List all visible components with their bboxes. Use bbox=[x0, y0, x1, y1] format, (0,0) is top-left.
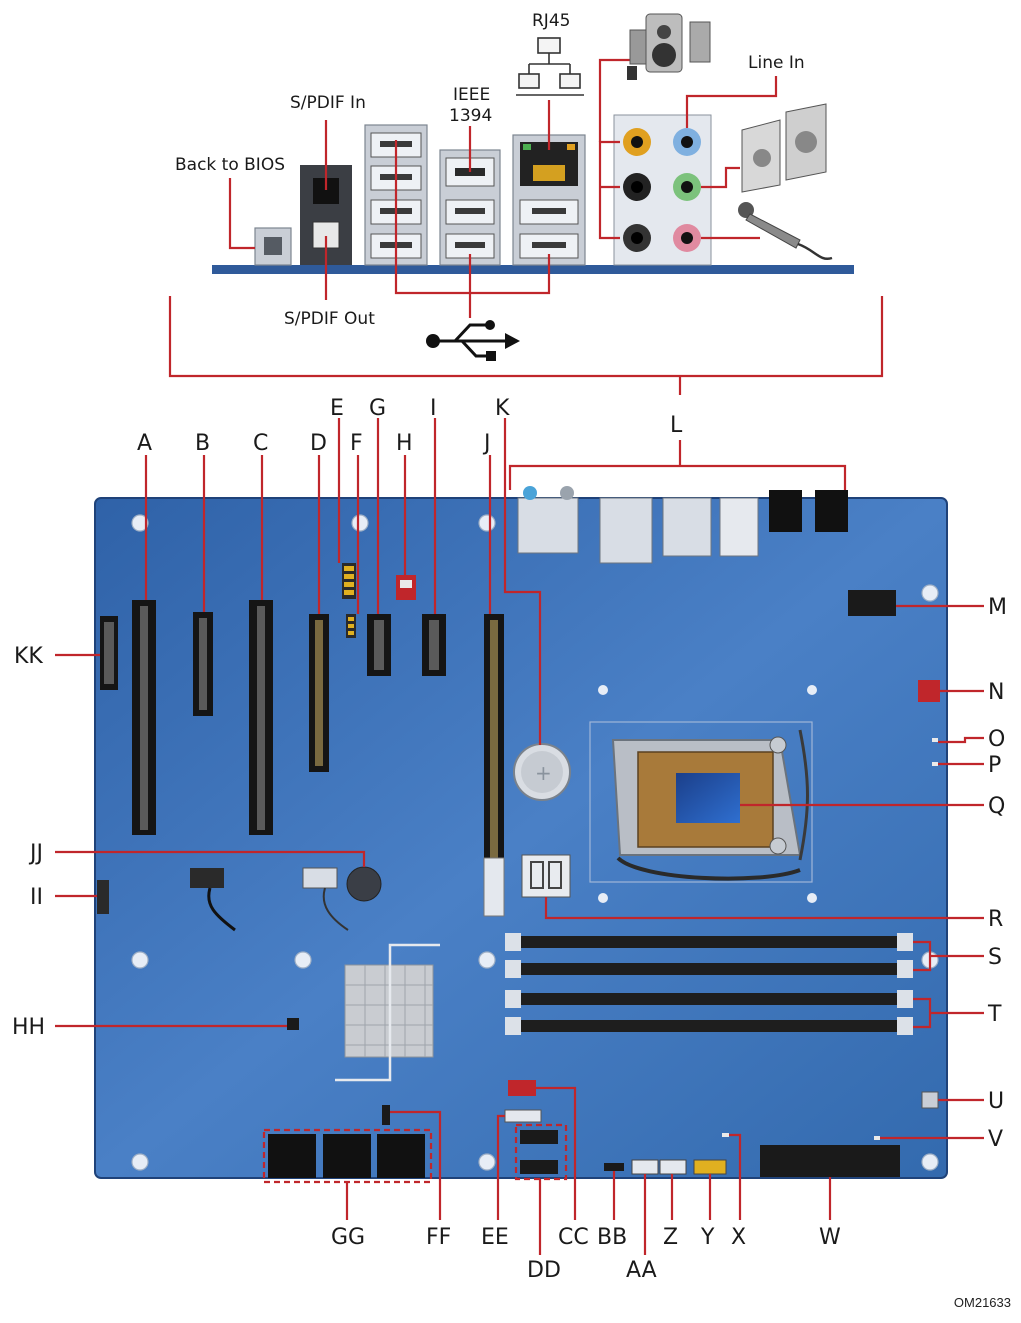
board-rear-io bbox=[517, 486, 848, 564]
line-in-leader bbox=[685, 76, 778, 128]
callout-P: P bbox=[988, 753, 1001, 778]
callout-O: O bbox=[988, 727, 1005, 752]
callout-D: D bbox=[310, 431, 327, 456]
back-to-bios-leader bbox=[228, 178, 255, 250]
callout-F: F bbox=[350, 431, 363, 456]
callout-Y: Y bbox=[700, 1225, 715, 1250]
callout-FF: FF bbox=[426, 1225, 451, 1250]
io-baseplate bbox=[212, 265, 854, 274]
pcie-x4-slot-D bbox=[309, 614, 329, 772]
chipset-heatsink bbox=[335, 943, 440, 1082]
callout-GG: GG bbox=[331, 1225, 365, 1250]
mounting-holes bbox=[131, 514, 939, 1171]
callout-Q: Q bbox=[988, 794, 1005, 819]
ieee-label-line1: IEEE bbox=[453, 85, 490, 105]
callout-HH: HH bbox=[12, 1015, 45, 1040]
ieee-label-line2: 1394 bbox=[449, 106, 492, 126]
callout-KK: KK bbox=[14, 644, 43, 669]
pcie-x16-slot-J bbox=[483, 614, 505, 917]
callout-T: T bbox=[987, 1002, 1002, 1027]
usb-bracket-leader bbox=[394, 254, 551, 295]
callout-K: K bbox=[495, 396, 510, 421]
callout-S: S bbox=[988, 945, 1002, 970]
callout-BB: BB bbox=[597, 1225, 627, 1250]
svg-text:+: + bbox=[535, 761, 552, 785]
pcie-x1-slot-G bbox=[367, 614, 391, 676]
connector-H bbox=[396, 575, 416, 600]
speakers-icon bbox=[741, 103, 827, 193]
callout-E: E bbox=[330, 396, 344, 421]
callout-CC: CC bbox=[558, 1225, 589, 1250]
rj45-label: RJ45 bbox=[532, 11, 570, 31]
front-speaker-leader bbox=[701, 166, 740, 189]
memory-slots-T bbox=[505, 990, 913, 1035]
usb-icon bbox=[426, 320, 520, 361]
callout-letters: A B C D E F G H I J K M N O P Q R S T U … bbox=[12, 396, 1007, 1283]
callout-AA: AA bbox=[626, 1258, 657, 1283]
callout-DD: DD bbox=[527, 1258, 561, 1283]
line-in-label: Line In bbox=[748, 53, 805, 73]
battery-K: + bbox=[513, 743, 571, 801]
rear-io-panel: Back to BIOS S/PDIF In S/PDIF Out bbox=[175, 11, 854, 361]
callout-L: L bbox=[670, 413, 683, 438]
speakers-icon bbox=[627, 13, 711, 80]
pci-slot-A bbox=[132, 600, 156, 835]
bios-button-face bbox=[264, 237, 282, 255]
back-to-bios-label: Back to BIOS bbox=[175, 155, 285, 175]
callout-W: W bbox=[819, 1225, 841, 1250]
callout-U: U bbox=[988, 1089, 1004, 1114]
callout-G: G bbox=[369, 396, 386, 421]
callout-EE: EE bbox=[481, 1225, 509, 1250]
callout-M: M bbox=[988, 595, 1007, 620]
microphone-icon bbox=[738, 202, 833, 261]
connector-KK bbox=[100, 616, 118, 690]
rear-audio-leader bbox=[598, 140, 620, 240]
callout-JJ: JJ bbox=[28, 841, 43, 866]
spdif-out-label: S/PDIF Out bbox=[284, 309, 375, 329]
figure-caption: OM21633 bbox=[953, 1295, 1011, 1310]
spdif-in-label: S/PDIF In bbox=[290, 93, 366, 113]
audio-jacks bbox=[623, 128, 701, 252]
callout-Z: Z bbox=[663, 1225, 678, 1250]
onboard-components bbox=[97, 590, 940, 1178]
diagnostic-display-R bbox=[521, 854, 571, 898]
cpu-socket-Q bbox=[589, 721, 813, 883]
pcie-x1-slot-B bbox=[193, 612, 213, 716]
header-E bbox=[342, 563, 356, 599]
io-bracket-leader bbox=[168, 296, 884, 378]
callout-C: C bbox=[253, 431, 268, 456]
pci-slot-C bbox=[249, 600, 273, 835]
callout-J: J bbox=[482, 431, 491, 456]
callout-R: R bbox=[988, 907, 1003, 932]
motherboard bbox=[94, 497, 948, 1179]
callout-L-bracket bbox=[508, 464, 847, 490]
callout-X: X bbox=[731, 1225, 746, 1250]
callout-N: N bbox=[988, 680, 1004, 705]
callout-H: H bbox=[396, 431, 413, 456]
memory-slots-S bbox=[505, 933, 913, 978]
callout-A: A bbox=[137, 431, 152, 456]
callout-I: I bbox=[430, 396, 437, 421]
usb-port-group-left bbox=[370, 132, 422, 259]
header-F bbox=[346, 614, 356, 638]
callout-leaders bbox=[55, 418, 984, 1255]
callout-II: II bbox=[30, 885, 43, 910]
callout-B: B bbox=[195, 431, 210, 456]
pcie-x1-slot-I bbox=[422, 614, 446, 676]
network-icon bbox=[516, 37, 584, 96]
rear-speaker-leader bbox=[598, 58, 640, 142]
callout-V: V bbox=[988, 1127, 1003, 1152]
